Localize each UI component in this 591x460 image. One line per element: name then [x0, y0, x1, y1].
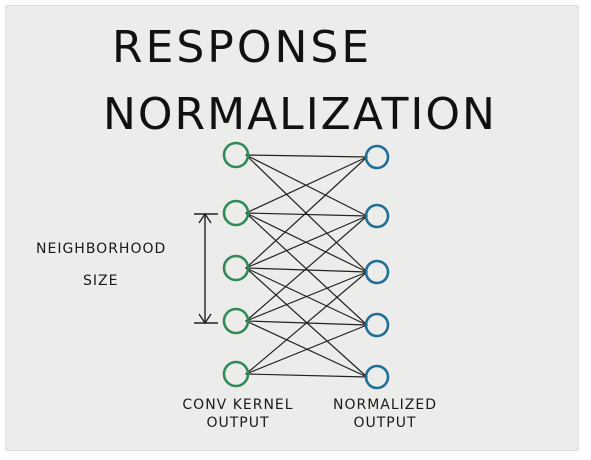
edge-4-3	[245, 324, 368, 375]
output-node-5	[364, 364, 390, 390]
edge-0-0	[245, 154, 368, 158]
edge-3-2	[245, 271, 368, 322]
title-line-2: NORMALIZATION	[103, 89, 497, 140]
size-label: SIZE	[83, 273, 119, 289]
edge-1-0	[245, 156, 368, 214]
edge-4-2	[245, 271, 368, 375]
edge-4-4	[245, 373, 368, 378]
edge-3-1	[245, 215, 368, 322]
input-caption-line-1: CONV KERNEL	[182, 397, 294, 413]
output-node-1	[364, 144, 390, 170]
neighborhood-label: NEIGHBORHOOD	[36, 241, 167, 257]
edge-2-0	[245, 156, 368, 269]
output-node-4	[364, 312, 390, 338]
edge-0-2	[245, 154, 368, 273]
output-nodes	[364, 144, 390, 390]
input-nodes	[222, 141, 250, 388]
input-node-4	[222, 307, 250, 335]
input-node-5	[222, 360, 250, 388]
edge-2-2	[245, 267, 368, 273]
input-node-1	[222, 141, 250, 169]
input-node-3	[222, 254, 250, 282]
edge-1-1	[245, 212, 368, 217]
bracket-arrow-up	[198, 212, 212, 224]
connection-edges	[245, 154, 368, 378]
output-caption-line-2: OUTPUT	[353, 415, 417, 431]
output-node-2	[364, 203, 390, 229]
neighborhood-bracket	[194, 212, 218, 325]
paper-background	[6, 6, 578, 450]
output-node-3	[364, 259, 390, 285]
edge-2-1	[245, 215, 368, 269]
input-node-2	[222, 199, 250, 227]
title-line-1: RESPONSE	[112, 22, 373, 73]
bracket-arrow-down	[198, 313, 212, 325]
output-caption-line-1: NORMALIZED	[332, 397, 438, 413]
input-caption-line-2: OUTPUT	[206, 415, 270, 431]
